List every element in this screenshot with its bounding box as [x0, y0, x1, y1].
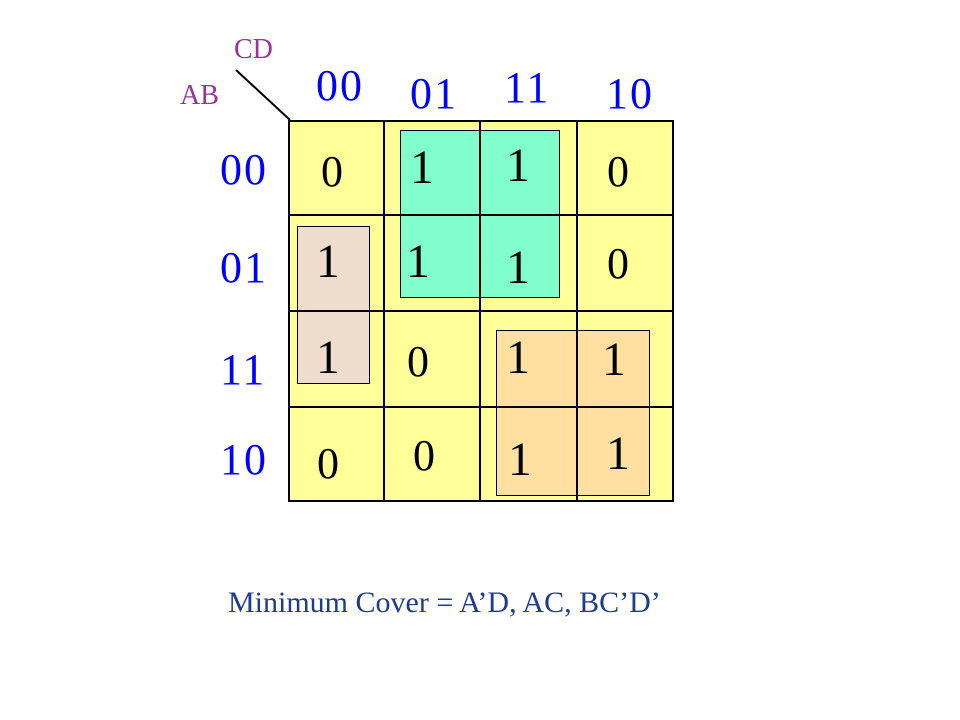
column-header-00: 00	[316, 61, 364, 110]
cell-r3-c3: 1	[606, 427, 630, 480]
grid-line-horizontal-3	[288, 406, 674, 408]
cell-r2-c3: 1	[602, 333, 626, 386]
column-header-11: 11	[504, 63, 551, 112]
column-variables-label: CD	[234, 34, 273, 65]
cell-r2-c0: 1	[316, 331, 340, 384]
cell-r3-c2: 1	[508, 433, 532, 486]
cell-r0-c0: 0	[321, 147, 343, 196]
cell-r2-c2: 1	[506, 331, 530, 384]
row-header-01: 01	[220, 243, 268, 292]
cell-r1-c1: 1	[406, 235, 430, 288]
cell-r2-c1: 0	[407, 337, 429, 386]
row-header-10: 10	[220, 435, 268, 484]
grid-line-horizontal-1	[288, 214, 674, 216]
grid-line-horizontal-2	[288, 310, 674, 312]
cell-r3-c1: 0	[413, 431, 435, 480]
row-variables-label: AB	[180, 80, 219, 111]
cell-r1-c2: 1	[506, 241, 530, 294]
group-a-c	[496, 330, 650, 496]
column-header-01: 01	[410, 69, 458, 118]
group-b-c-not-d-not	[297, 226, 370, 384]
cell-r0-c2: 1	[506, 139, 530, 192]
minimum-cover-caption: Minimum Cover = A’D, AC, BC’D’	[228, 586, 661, 619]
cell-r1-c3: 0	[607, 239, 629, 288]
column-header-10: 10	[606, 69, 654, 118]
row-header-00: 00	[220, 145, 268, 194]
cell-r3-c0: 0	[317, 439, 339, 488]
cell-r1-c0: 1	[316, 235, 340, 288]
cell-r0-c3: 0	[607, 147, 629, 196]
row-header-11: 11	[220, 345, 267, 394]
cell-r0-c1: 1	[410, 141, 434, 194]
